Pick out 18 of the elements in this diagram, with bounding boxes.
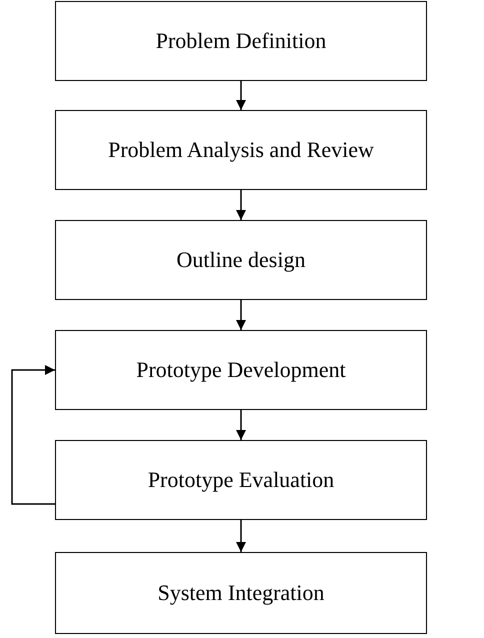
step-label: Prototype Evaluation [148, 467, 334, 493]
step-label: Problem Definition [156, 28, 326, 54]
process-box [55, 330, 427, 410]
process-box [55, 110, 427, 190]
arrow [236, 190, 246, 220]
arrow [11, 365, 55, 505]
arrow [236, 81, 246, 110]
arrow [236, 410, 246, 440]
step-label: Outline design [176, 247, 306, 273]
process-box [55, 220, 427, 300]
process-box [55, 440, 427, 520]
process-box [55, 552, 427, 634]
step-label: Problem Analysis and Review [108, 137, 374, 163]
step-label: Prototype Development [136, 357, 346, 383]
arrow [236, 520, 246, 552]
step-label: System Integration [158, 580, 324, 606]
process-box [55, 1, 427, 81]
arrow [236, 300, 246, 330]
